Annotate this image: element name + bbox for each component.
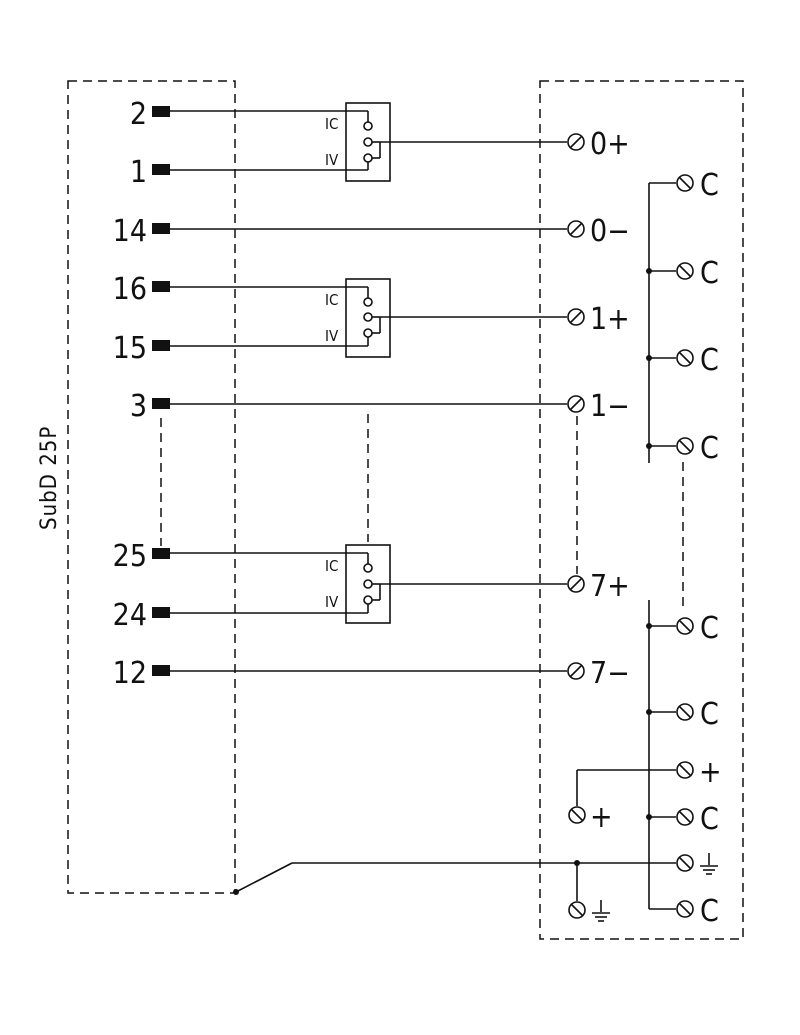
terminal-c: C <box>676 611 719 646</box>
terminal-label: 1+ <box>590 302 630 337</box>
terminal-c: C <box>676 343 719 378</box>
subd-connector-box <box>67 80 236 894</box>
terminal-0minus: 0− <box>567 214 630 249</box>
terminal-1minus: 1− <box>567 389 630 424</box>
terminal-c: C <box>676 697 719 732</box>
terminal-0plus: 0+ <box>567 127 630 162</box>
pin-wires <box>170 110 346 614</box>
ground-icon <box>700 853 718 875</box>
terminal-label: C <box>700 431 719 466</box>
pin-label: 2 <box>130 97 147 132</box>
terminal-label: 0− <box>590 214 630 249</box>
voltage-label: IV <box>325 327 339 345</box>
voltage-label: IV <box>325 151 339 169</box>
terminal-label: 0+ <box>590 127 630 162</box>
pin-label: 1 <box>130 155 147 190</box>
terminal-c: C <box>676 802 719 837</box>
voltage-label: IV <box>325 593 339 611</box>
pin-label: 3 <box>130 389 147 424</box>
common-bus-upper <box>646 182 676 463</box>
power-plus-wiring <box>576 769 676 806</box>
current-label: IC <box>325 291 338 309</box>
terminal-ground-left <box>568 900 610 922</box>
terminal-1plus: 1+ <box>567 302 630 337</box>
terminal-label: C <box>700 802 719 837</box>
terminal-label: 7− <box>590 656 630 691</box>
pin-label: 24 <box>113 598 147 633</box>
terminal-label: + <box>590 800 613 835</box>
terminal-label: 1− <box>590 389 630 424</box>
terminal-label: C <box>700 256 719 291</box>
pin-label: 25 <box>113 539 147 574</box>
pin-label: 12 <box>113 656 147 691</box>
pin-label: 16 <box>113 272 147 307</box>
terminal-power-plus: + <box>676 755 722 790</box>
pin-label: 14 <box>113 214 147 249</box>
ground-wiring <box>233 860 676 901</box>
direct-wires <box>170 228 567 672</box>
terminal-c: C <box>676 894 719 929</box>
terminal-block-box <box>539 80 744 940</box>
continuation-dashes <box>160 414 684 612</box>
terminal-label: C <box>700 611 719 646</box>
terminal-c: C <box>676 431 719 466</box>
converter-box-1: IC IV <box>325 278 391 358</box>
terminal-label: C <box>700 894 719 929</box>
terminal-label: C <box>700 697 719 732</box>
terminal-label: C <box>700 343 719 378</box>
common-bus-lower <box>646 600 676 910</box>
connector-label: SubD 25P <box>37 426 62 530</box>
terminal-c: C <box>676 168 719 203</box>
pin-contacts <box>152 106 170 676</box>
terminal-ground-right <box>676 853 718 875</box>
pin-label: 15 <box>113 331 147 366</box>
terminal-label: C <box>700 168 719 203</box>
terminal-c: C <box>676 256 719 291</box>
current-label: IC <box>325 115 338 133</box>
terminal-7plus: 7+ <box>567 569 630 604</box>
terminal-7minus: 7− <box>567 656 630 691</box>
terminal-label: 7+ <box>590 569 630 604</box>
terminal-plus-left: + <box>568 800 613 835</box>
current-label: IC <box>325 557 338 575</box>
ground-icon <box>592 900 610 922</box>
terminal-label: + <box>699 755 722 790</box>
